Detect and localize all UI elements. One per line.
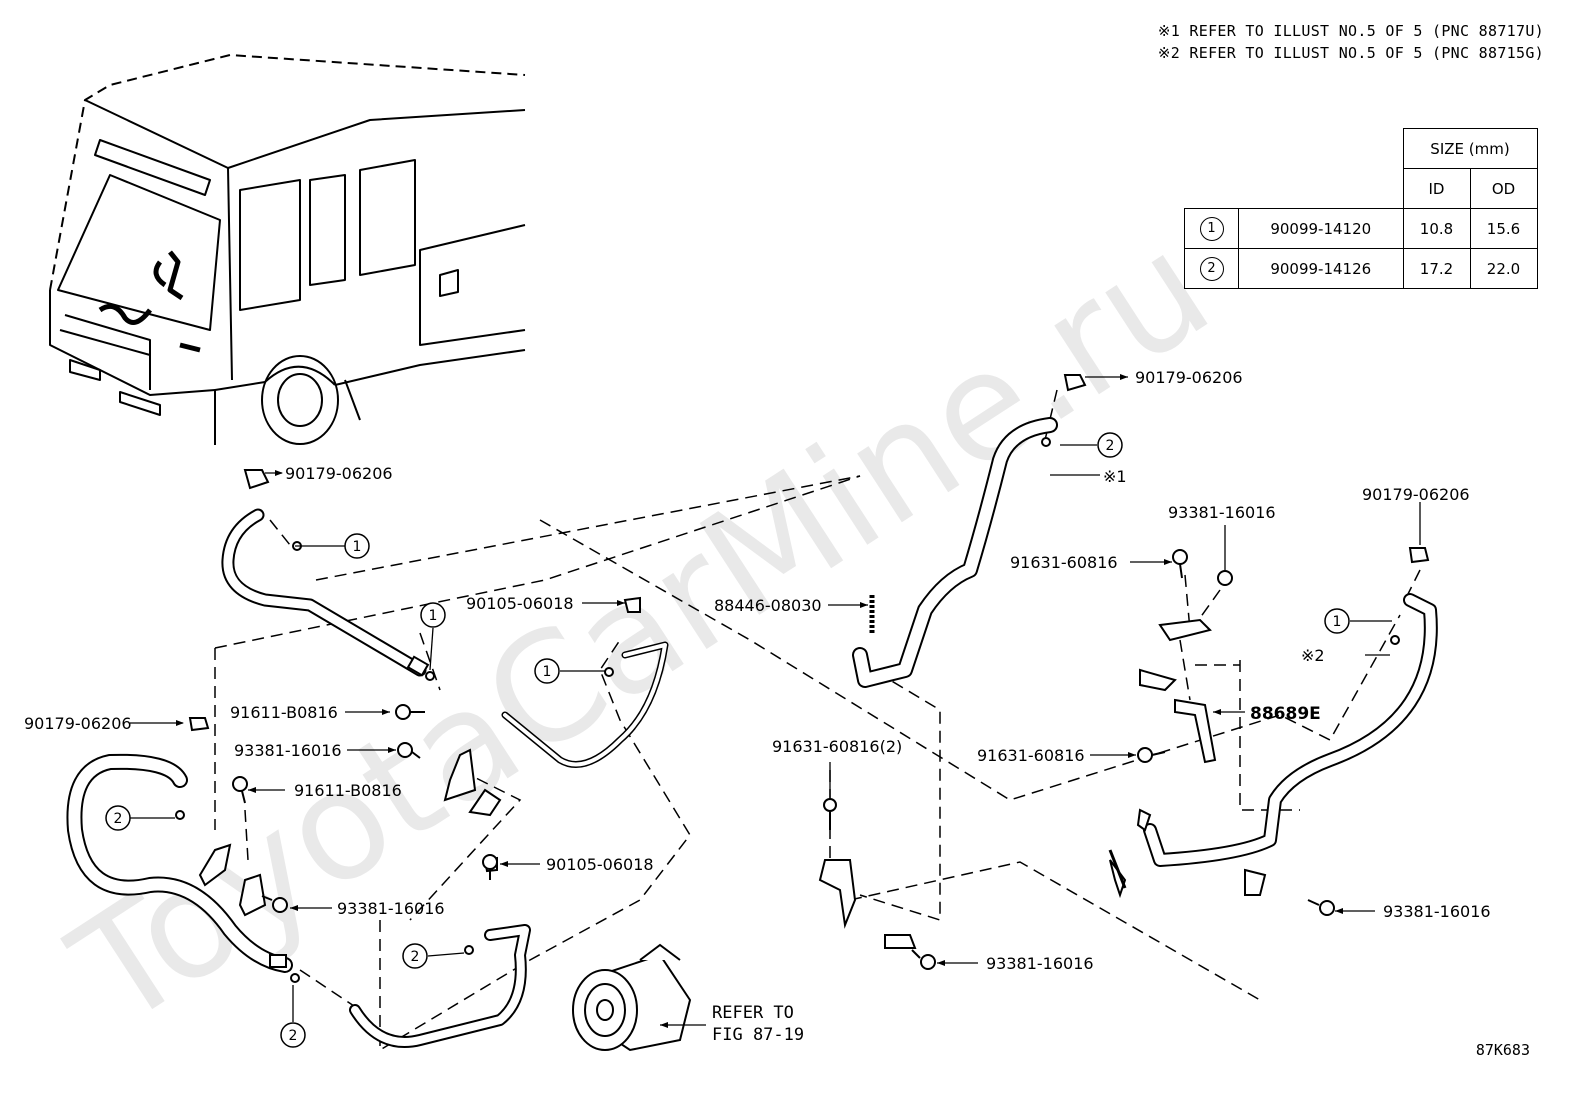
label-90105-06018-upper[interactable]: 90105-06018 — [466, 594, 574, 613]
label-91611-b0816-b[interactable]: 91611-B0816 — [294, 781, 402, 800]
svg-text:2: 2 — [411, 949, 420, 965]
label-90179-06206-top-left[interactable]: 90179-06206 — [285, 464, 393, 483]
callout-1-d: 1 — [1324, 608, 1350, 634]
note-ref-2: ※2 REFER TO ILLUST NO.5 OF 5 (PNC 88715G… — [1157, 44, 1544, 62]
label-90179-06206-right[interactable]: 90179-06206 — [1362, 485, 1470, 504]
row-id: 17.2 — [1402, 248, 1471, 289]
col-od: OD — [1469, 168, 1538, 209]
note-ref-1: ※1 REFER TO ILLUST NO.5 OF 5 (PNC 88717U… — [1157, 22, 1544, 40]
svg-text:2: 2 — [289, 1028, 298, 1044]
label-93381-16016-center-bottom[interactable]: 93381-16016 — [986, 954, 1094, 973]
diagram-code: 87K683 — [1475, 1041, 1530, 1059]
row-part[interactable]: 90099-14126 — [1238, 248, 1404, 289]
bus-illustration — [49, 54, 526, 445]
callout-2-c: 2 — [402, 943, 428, 969]
label-91631-60816-2[interactable]: 91631-60816(2) — [772, 737, 902, 756]
row-od: 22.0 — [1469, 248, 1538, 289]
svg-text:2: 2 — [1106, 438, 1115, 454]
label-90179-06206-center[interactable]: 90179-06206 — [1135, 368, 1243, 387]
callout-2-d: 2 — [1097, 432, 1123, 458]
label-93381-16016-left-b[interactable]: 93381-16016 — [337, 899, 445, 918]
bolts — [232, 549, 1335, 970]
size-header: SIZE (mm) — [1402, 128, 1538, 169]
size-table: SIZE (mm) ID OD 1 90099-14120 10.8 15.6 … — [1184, 128, 1538, 289]
label-91611-b0816-a[interactable]: 91611-B0816 — [230, 703, 338, 722]
label-90179-06206-left[interactable]: 90179-06206 — [24, 714, 132, 733]
svg-text:1: 1 — [1333, 614, 1342, 630]
table-row: 2 90099-14126 17.2 22.0 — [1184, 248, 1538, 289]
callout-1-c: 1 — [534, 658, 560, 684]
label-90105-06018-lower[interactable]: 90105-06018 — [546, 855, 654, 874]
hose-right — [1143, 593, 1438, 867]
leader-arrowheads — [176, 374, 1343, 1028]
hose-left-lower — [66, 753, 531, 1048]
row-od: 15.6 — [1469, 208, 1538, 249]
hose-center — [852, 417, 1058, 688]
hose-left-upper — [221, 508, 669, 768]
note-mark-2: ※2 — [1301, 646, 1325, 665]
compressor — [572, 943, 692, 1052]
callout-circles: 1 1 1 1 2 2 2 2 — [105, 432, 1350, 1048]
refer-line-1[interactable]: REFER TO — [712, 1003, 794, 1023]
fittings — [175, 374, 1430, 983]
col-id: ID — [1402, 168, 1471, 209]
row-part[interactable]: 90099-14120 — [1238, 208, 1404, 249]
callout-2-a: 2 — [105, 805, 131, 831]
refer-line-2[interactable]: FIG 87-19 — [712, 1025, 804, 1045]
label-93381-16016-right-top[interactable]: 93381-16016 — [1168, 503, 1276, 522]
svg-text:1: 1 — [429, 608, 438, 624]
callout-1-a: 1 — [344, 533, 370, 559]
leader-lines — [130, 376, 1421, 1026]
callout-2-b: 2 — [280, 1022, 306, 1048]
label-91631-60816-a[interactable]: 91631-60816 — [1010, 553, 1118, 572]
svg-text:2: 2 — [114, 811, 123, 827]
row-ref: 1 — [1199, 216, 1224, 241]
label-88446-08030[interactable]: 88446-08030 — [714, 596, 822, 615]
label-93381-16016-right-bottom[interactable]: 93381-16016 — [1383, 902, 1491, 921]
label-88689e[interactable]: 88689E — [1250, 704, 1321, 724]
callout-1-b: 1 — [420, 602, 446, 628]
label-91631-60816-b[interactable]: 91631-60816 — [977, 746, 1085, 765]
note-mark-1: ※1 — [1103, 467, 1127, 486]
label-93381-16016-left-a[interactable]: 93381-16016 — [234, 741, 342, 760]
part-labels: 90179-06206 90179-06206 90179-06206 9017… — [24, 368, 1491, 1045]
table-row: 1 90099-14120 10.8 15.6 — [1184, 208, 1538, 249]
svg-text:1: 1 — [543, 664, 552, 680]
svg-text:1: 1 — [353, 539, 362, 555]
row-id: 10.8 — [1402, 208, 1471, 249]
row-ref: 2 — [1199, 256, 1224, 281]
